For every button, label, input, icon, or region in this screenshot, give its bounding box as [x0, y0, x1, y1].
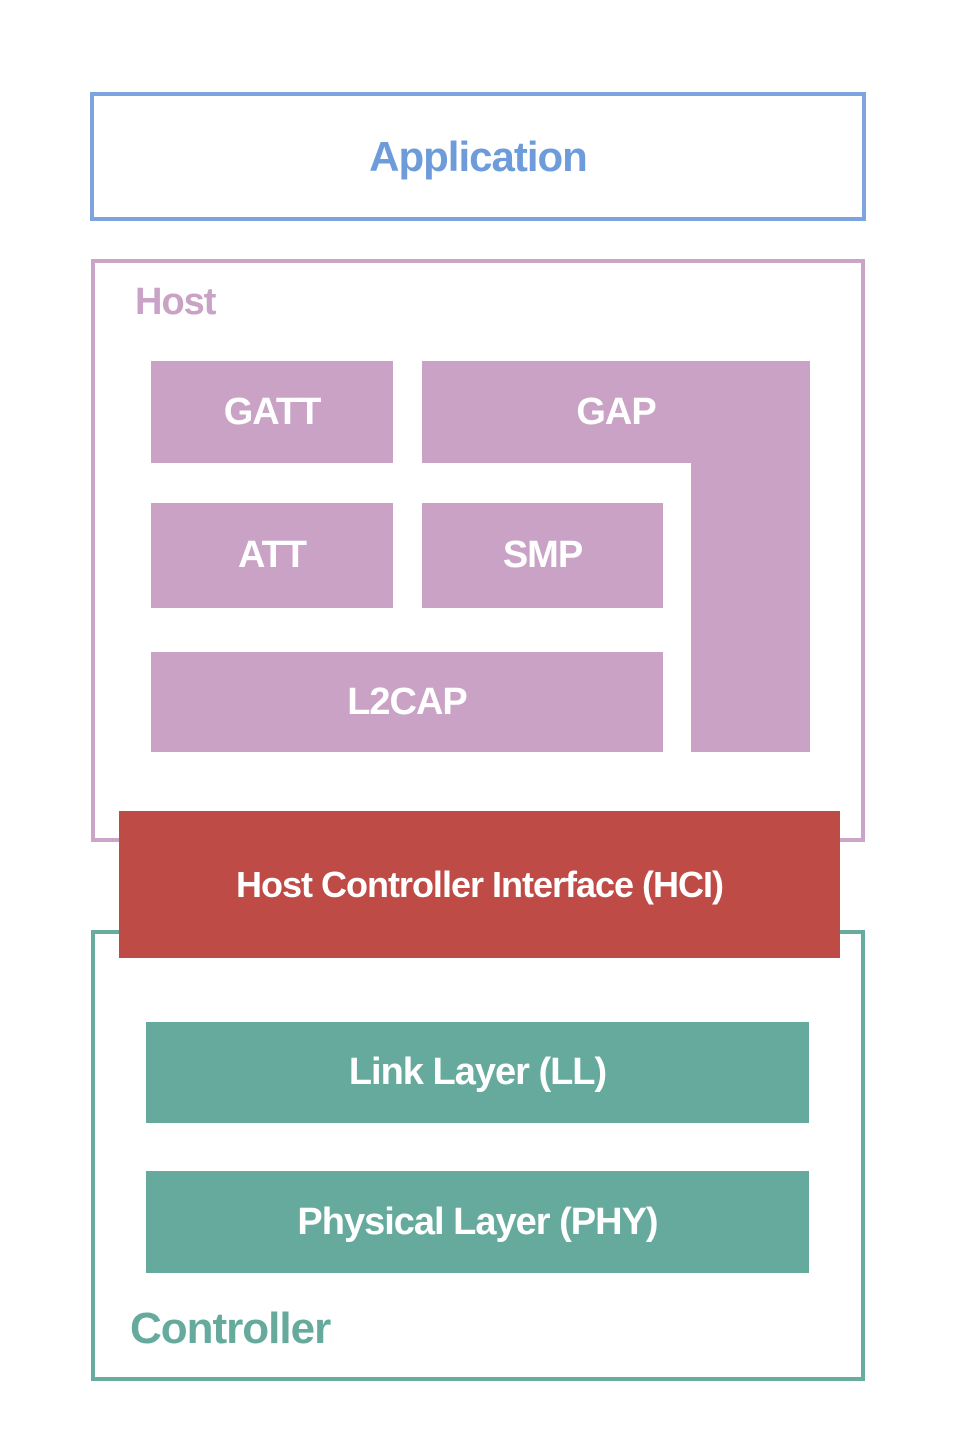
application-box: Application [90, 92, 866, 221]
block-att: ATT [151, 503, 393, 608]
host-label: Host [135, 281, 216, 323]
controller-label: Controller [130, 1304, 331, 1353]
smp-label: SMP [502, 534, 583, 576]
hci-box: Host Controller Interface (HCI) [119, 811, 840, 958]
l2cap-label: L2CAP [347, 680, 468, 723]
host-box: Host GATT GAP ATT SMP L2CAP [91, 259, 865, 842]
block-gatt: GATT [151, 361, 393, 463]
block-smp: SMP [422, 503, 663, 608]
block-gap: GAP [422, 361, 810, 463]
att-label: ATT [237, 534, 307, 576]
physical-layer-label: Physical Layer (PHY) [297, 1200, 658, 1243]
block-physical-layer: Physical Layer (PHY) [146, 1171, 809, 1273]
link-layer-label: Link Layer (LL) [348, 1051, 607, 1093]
controller-box: Link Layer (LL) Physical Layer (PHY) Con… [91, 930, 865, 1381]
block-link-layer: Link Layer (LL) [146, 1022, 809, 1123]
hci-label: Host Controller Interface (HCI) [235, 863, 724, 905]
application-label: Application [369, 132, 588, 180]
gatt-label: GATT [223, 390, 322, 433]
block-l2cap: L2CAP [151, 652, 663, 752]
gap-label: GAP [576, 390, 656, 433]
block-gap-extension [691, 463, 810, 752]
